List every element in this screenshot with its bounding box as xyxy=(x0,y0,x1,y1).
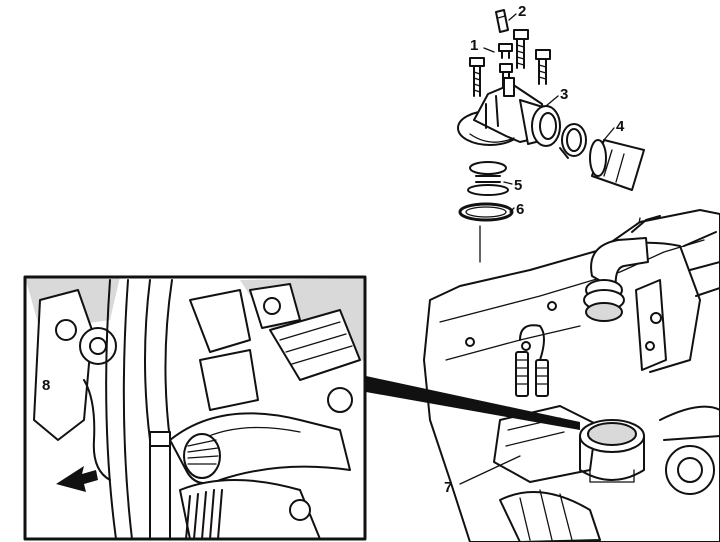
temperature-sensor xyxy=(515,324,549,397)
part-1-bolt-right xyxy=(535,49,551,85)
callout-7: 7 xyxy=(444,479,452,496)
callout-2: 2 xyxy=(518,3,526,20)
callout-8: 8 xyxy=(42,377,50,394)
callout-1: 1 xyxy=(470,37,478,54)
part-4-hose xyxy=(589,139,645,191)
callout-3: 3 xyxy=(560,86,568,103)
part-2-clip xyxy=(495,9,509,33)
inset-contents xyxy=(25,277,365,539)
exploded-parts-group xyxy=(457,9,645,415)
part-1-bolt-left xyxy=(469,57,485,97)
part-6-seal-ring xyxy=(458,202,514,222)
inset-pointer-wedge xyxy=(366,376,580,430)
inset-detail-view xyxy=(23,275,367,541)
part-5-thermostat xyxy=(467,161,509,196)
pointer-arrow-icon xyxy=(56,466,98,492)
callout-4: 4 xyxy=(616,118,625,135)
callout-labels: 1 2 3 4 5 6 7 8 xyxy=(42,3,625,496)
engine-block-illustration xyxy=(423,209,720,542)
part-1-bolt-upper xyxy=(513,29,529,69)
inset-frame xyxy=(23,275,367,541)
callout-5: 5 xyxy=(514,177,522,194)
part-4-hose-clamp xyxy=(559,123,587,159)
callout-6: 6 xyxy=(516,201,524,218)
part-3-thermostat-housing xyxy=(457,77,561,147)
